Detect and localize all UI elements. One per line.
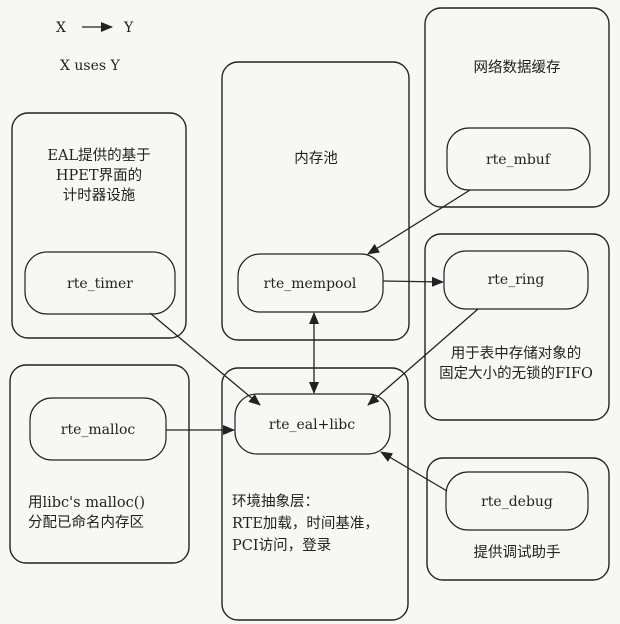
- legend-caption: X uses Y: [60, 58, 121, 74]
- node-rte-debug: [445, 471, 589, 531]
- group-eal: rte_eal+libc 环境抽象层： RTE加载，时间基准， PCI访问，登录: [221, 367, 409, 621]
- group-malloc-caption-1: 用libc's malloc(): [28, 495, 145, 511]
- node-rte-ring-label: rte_ring: [488, 272, 545, 288]
- group-mbuf-frame: [424, 7, 610, 208]
- group-ring-frame: [424, 233, 610, 421]
- edge-timer-to-eal: [149, 312, 261, 406]
- group-mbuf: 网络数据缓存 rte_mbuf: [424, 7, 610, 208]
- node-rte-malloc: [29, 397, 167, 461]
- node-rte-eal-libc-label: rte_eal+libc: [269, 417, 355, 433]
- group-ring-caption-1: 用于表中存储对象的: [451, 345, 582, 362]
- group-debug-frame: [426, 457, 610, 581]
- group-ring-caption-2: 固定大小的无锁的FIFO: [439, 365, 593, 382]
- legend: X Y X uses Y: [56, 20, 134, 74]
- group-timer-caption-2: HPET界面的: [56, 167, 142, 184]
- legend-y-label: Y: [123, 20, 134, 36]
- group-eal-caption-2: RTE加载，时间基准，: [232, 515, 379, 532]
- group-eal-caption-1: 环境抽象层：: [232, 492, 319, 510]
- edge-mempool-to-ring: [382, 276, 444, 287]
- edges: [149, 189, 479, 492]
- node-rte-malloc-label: rte_malloc: [61, 422, 136, 438]
- node-rte-mbuf: [446, 127, 591, 191]
- group-debug-caption-1: 提供调试助手: [474, 544, 561, 561]
- edge-debug-to-eal: [380, 451, 448, 492]
- edge-ring-to-eal: [367, 308, 479, 406]
- group-malloc-frame: [9, 364, 190, 564]
- node-rte-timer: [24, 251, 176, 315]
- node-rte-mempool-label: rte_mempool: [264, 276, 357, 292]
- edge-mbuf-to-mempool: [367, 189, 471, 255]
- group-malloc: rte_malloc 用libc's malloc() 分配已命名内存区: [9, 364, 190, 564]
- group-mempool: 内存池 rte_mempool: [221, 61, 410, 341]
- group-ring: rte_ring 用于表中存储对象的 固定大小的无锁的FIFO: [424, 233, 610, 421]
- group-timer-frame: [11, 112, 187, 339]
- group-timer-caption-3: 计时器设施: [63, 187, 136, 204]
- legend-x-label: X: [56, 20, 66, 36]
- group-mempool-caption-1: 内存池: [294, 150, 338, 167]
- node-rte-mbuf-label: rte_mbuf: [486, 152, 552, 168]
- group-timer: EAL提供的基于 HPET界面的 计时器设施 rte_timer: [11, 112, 187, 339]
- node-rte-eal-libc: [234, 393, 391, 455]
- group-debug: rte_debug 提供调试助手: [426, 457, 610, 581]
- node-rte-debug-label: rte_debug: [481, 494, 553, 510]
- group-malloc-caption-2: 分配已命名内存区: [28, 513, 144, 531]
- group-mbuf-caption-1: 网络数据缓存: [474, 59, 561, 76]
- node-rte-ring: [443, 250, 589, 310]
- group-eal-caption-3: PCI访问，登录: [232, 537, 331, 554]
- group-timer-caption-1: EAL提供的基于: [47, 147, 150, 164]
- node-rte-timer-label: rte_timer: [67, 276, 133, 292]
